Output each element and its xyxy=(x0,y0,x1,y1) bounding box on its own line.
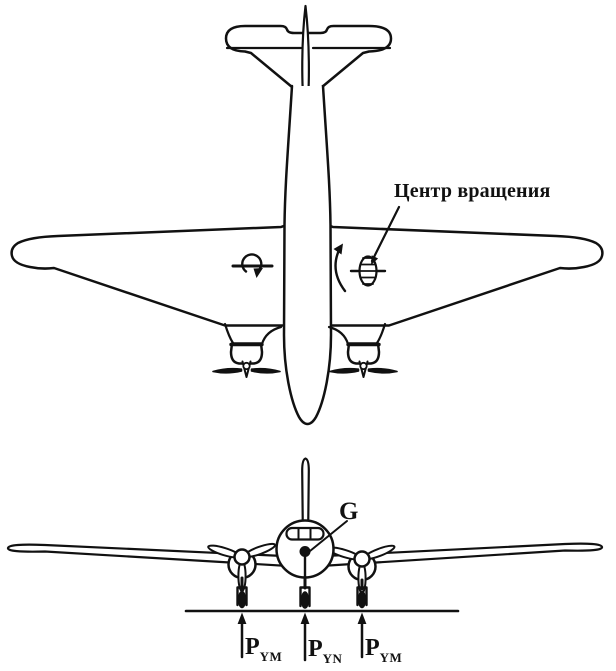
left-propeller xyxy=(212,360,281,378)
right-engine-front xyxy=(327,544,396,594)
force-label-right-main-wheel: PYM xyxy=(365,636,402,664)
wheel xyxy=(357,590,367,609)
cockpit-window-dividers xyxy=(297,527,312,540)
force-symbol: P xyxy=(308,636,323,662)
right-propeller xyxy=(329,360,398,378)
wheel xyxy=(237,590,247,609)
left-wing xyxy=(10,222,309,327)
arrowhead xyxy=(253,268,263,278)
force-subscript: YN xyxy=(322,651,343,666)
propeller-blade xyxy=(250,367,281,374)
force-subscript: YM xyxy=(379,650,403,665)
force-label-nose-wheel: PYN xyxy=(308,637,342,665)
fin-front xyxy=(301,457,310,529)
front-view xyxy=(6,457,604,662)
force-arrow-center xyxy=(300,612,310,662)
arrowhead xyxy=(371,255,379,265)
force-label-left-main-wheel: PYM xyxy=(245,635,282,663)
wing-front-right xyxy=(303,542,604,569)
force-arrow-left xyxy=(237,612,247,659)
force-symbol: P xyxy=(245,634,260,660)
rotation-center-label: Центр вращения xyxy=(394,180,551,202)
propeller-hub xyxy=(359,361,368,371)
force-subscript: YM xyxy=(259,649,283,664)
left-engine-front xyxy=(207,542,277,592)
rotation-arc xyxy=(333,243,347,293)
main-gear-left xyxy=(236,576,248,609)
spinner xyxy=(233,548,251,566)
arrowhead xyxy=(300,612,310,624)
cg-pointer-line xyxy=(309,520,348,552)
left-nacelle xyxy=(223,322,283,365)
rotation-center-pointer xyxy=(370,205,401,265)
propeller-blade xyxy=(367,367,398,374)
main-gear-right xyxy=(356,578,368,609)
right-nacelle xyxy=(327,322,387,365)
cockpit-window xyxy=(285,526,325,541)
plan-view xyxy=(10,4,604,426)
propeller-blade xyxy=(329,367,360,374)
cg-dot xyxy=(299,546,311,557)
spinner xyxy=(353,550,371,568)
right-wing xyxy=(305,222,604,327)
fuselage xyxy=(282,84,333,426)
propeller-hub xyxy=(242,361,251,371)
arrowhead xyxy=(333,243,343,255)
arrowhead xyxy=(357,612,367,624)
cg-label: G xyxy=(339,498,359,525)
propeller-blade xyxy=(212,367,243,374)
force-arrow-right xyxy=(357,612,367,659)
force-symbol: P xyxy=(365,635,380,661)
left-rotation-arrow xyxy=(231,253,274,278)
wheel xyxy=(300,591,310,609)
nose-gear xyxy=(299,576,311,609)
arrowhead xyxy=(237,612,247,624)
